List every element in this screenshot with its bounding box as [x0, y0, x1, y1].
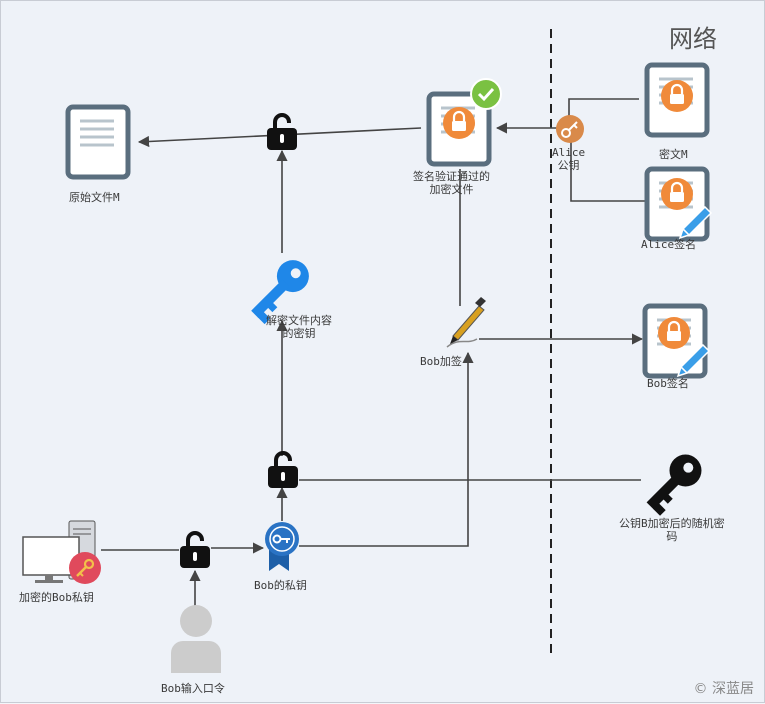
alice-signature-icon	[647, 169, 712, 239]
verified-file-icon	[429, 78, 502, 164]
verified-file-label: 签名验证通过的加密文件	[413, 170, 490, 196]
user-icon	[171, 605, 221, 673]
padlock-icon	[265, 113, 299, 152]
signing-pen-icon	[446, 297, 486, 348]
watermark: © 深蓝居	[693, 681, 754, 697]
bob-signature-icon	[645, 306, 710, 376]
alice-signature-label: Alice签名	[641, 238, 697, 251]
ciphertext-label: 密文M	[659, 148, 688, 161]
original-file-label: 原始文件M	[69, 191, 120, 204]
padlock-icon	[178, 531, 212, 570]
bob-signature-label: Bob签名	[647, 377, 689, 390]
random-key-label: 公钥B加密后的随机密码	[619, 517, 725, 543]
connectors	[101, 98, 646, 606]
padlock-icon	[266, 451, 300, 490]
encrypted-private-key-label: 加密的Bob私钥	[19, 591, 94, 604]
ciphertext-icon	[647, 65, 707, 135]
network-label: 网络	[669, 25, 717, 53]
alice-public-key-icon	[556, 115, 584, 143]
bob-private-key-icon	[265, 522, 299, 571]
computer-icon	[22, 520, 101, 584]
original-file-icon	[68, 107, 128, 177]
bob-private-key-label: Bob的私钥	[254, 579, 307, 592]
bob-password-label: Bob输入口令	[161, 682, 225, 695]
bob-sign-label: Bob加签	[420, 355, 462, 368]
random-key-icon	[646, 454, 702, 516]
decrypt-key-label: 解密文件内容的密钥	[266, 314, 332, 340]
